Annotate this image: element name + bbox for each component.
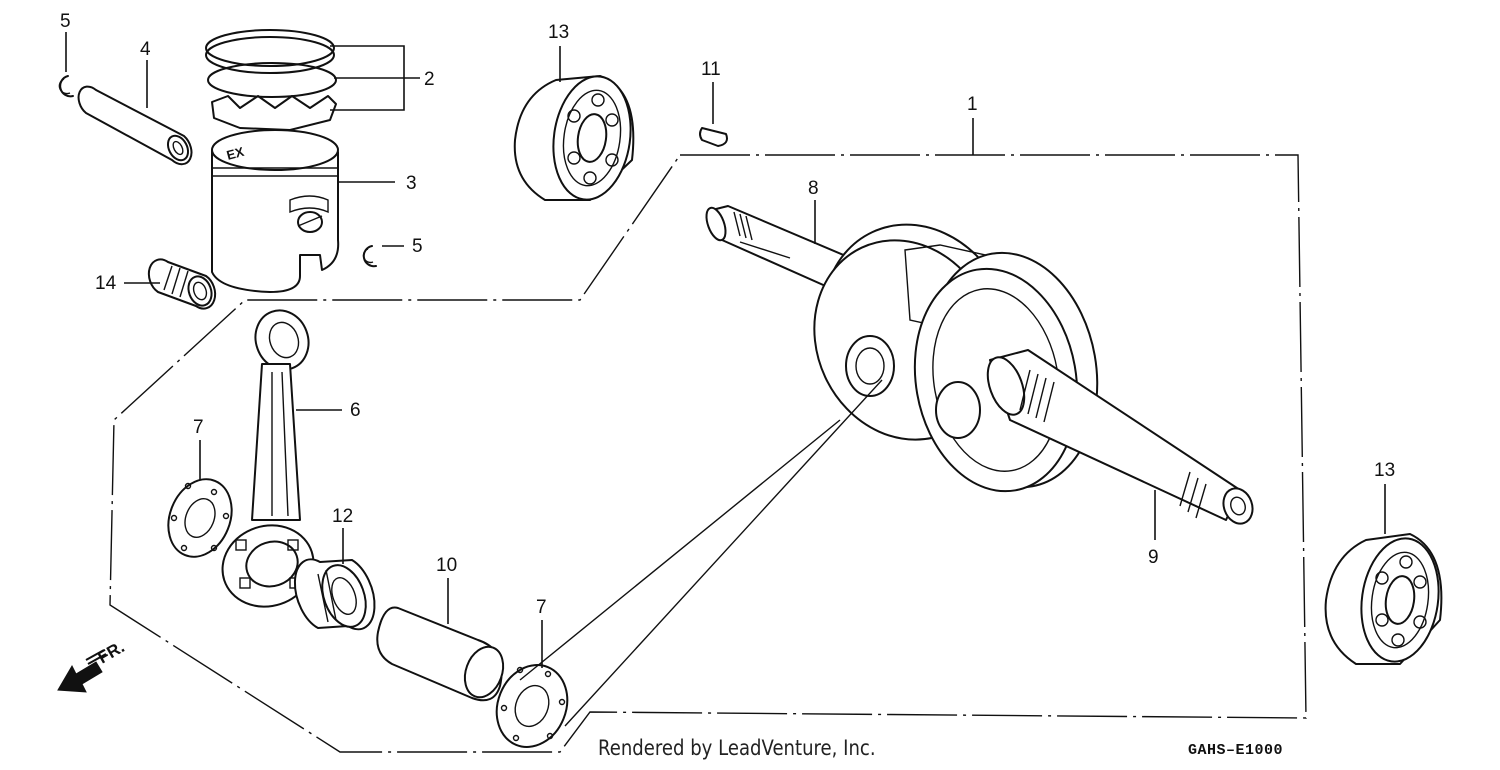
callout-13b: 13 bbox=[1374, 460, 1395, 481]
piston-part-3[interactable]: EX bbox=[211, 129, 340, 293]
thrust-washer-part-7a[interactable] bbox=[157, 470, 243, 567]
callout-14: 14 bbox=[95, 273, 117, 294]
callout-8: 8 bbox=[808, 178, 819, 199]
big-end-bearing-part-12[interactable] bbox=[293, 558, 376, 633]
callout-7b: 7 bbox=[536, 597, 547, 618]
circlip-part-5a[interactable] bbox=[58, 75, 74, 98]
callout-11: 11 bbox=[701, 59, 721, 80]
diagram-code: GAHS–E1000 bbox=[1188, 742, 1284, 759]
woodruff-key-part-11[interactable] bbox=[699, 127, 728, 147]
callout-10: 10 bbox=[436, 555, 457, 576]
callout-5a: 5 bbox=[60, 11, 71, 32]
callout-7a: 7 bbox=[193, 417, 204, 438]
thrust-washer-part-7b[interactable] bbox=[485, 654, 580, 757]
callout-1: 1 bbox=[967, 94, 978, 115]
circlip-part-5b[interactable] bbox=[362, 245, 377, 268]
bearing-part-13a[interactable] bbox=[513, 71, 639, 204]
front-direction-label: FR. bbox=[95, 637, 128, 667]
callout-3: 3 bbox=[406, 173, 417, 194]
piston-pin-part-4[interactable] bbox=[77, 85, 193, 166]
callout-6: 6 bbox=[350, 400, 361, 421]
callout-4: 4 bbox=[140, 39, 151, 60]
callout-5b: 5 bbox=[412, 236, 423, 257]
assembly-boundary-line bbox=[109, 154, 1307, 753]
crank-pin-part-10[interactable] bbox=[376, 606, 510, 703]
piston-rings-part-2[interactable] bbox=[205, 29, 337, 131]
callout-9: 9 bbox=[1148, 547, 1159, 568]
front-direction-arrow-icon bbox=[57, 649, 107, 693]
crankshaft-assembly[interactable] bbox=[703, 193, 1258, 527]
small-end-bearing-part-14[interactable] bbox=[147, 258, 217, 310]
credit-text: Rendered by LeadVenture, Inc. bbox=[598, 736, 876, 760]
svg-text:EX: EX bbox=[225, 144, 246, 163]
connecting-rod-part-6[interactable] bbox=[212, 303, 324, 618]
callout-2: 2 bbox=[424, 69, 435, 90]
callout-12: 12 bbox=[332, 506, 353, 527]
callout-13a: 13 bbox=[548, 22, 569, 43]
bearing-part-13b[interactable] bbox=[1324, 533, 1447, 666]
